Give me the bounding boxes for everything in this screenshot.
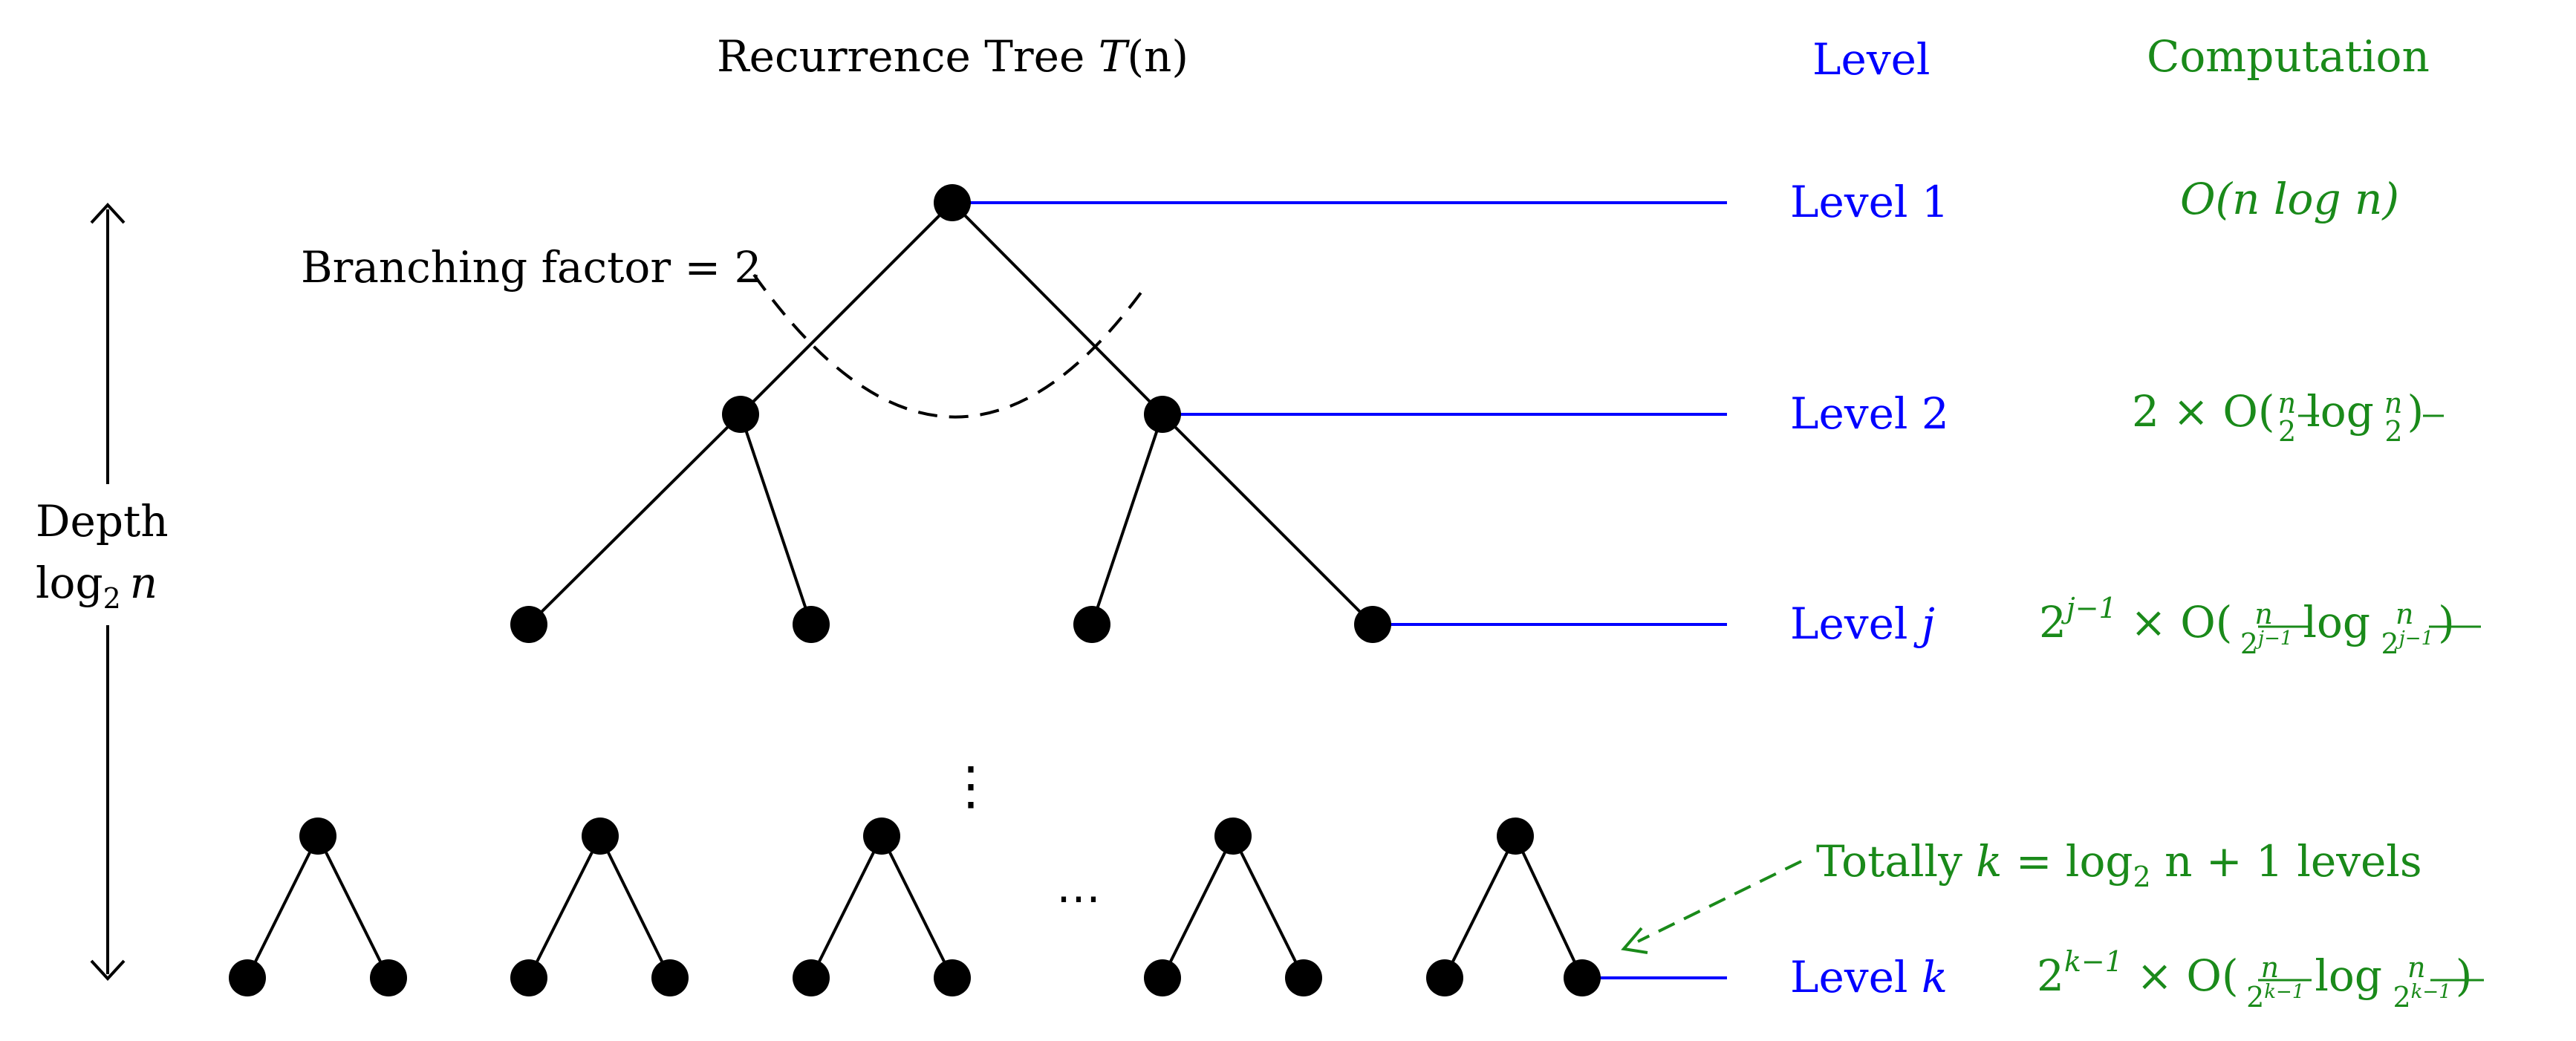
level-label-1: Level 1 [1790, 177, 1949, 227]
leaf-node-icon [1564, 959, 1601, 996]
branching-factor-label: Branching factor = 2 [301, 242, 761, 293]
leaf-node-icon [370, 959, 407, 996]
tree-node-icon [510, 606, 547, 643]
leaf-node-icon [651, 959, 689, 996]
total-levels-note: Totally k = log2 n + 1 levels [1816, 836, 2422, 893]
level-label-j: Level j [1790, 598, 1935, 649]
root-node-icon [934, 184, 971, 221]
leaf-node-icon [1426, 959, 1463, 996]
depth-arrow-icon [90, 203, 126, 981]
leaf-node-icon [510, 959, 547, 996]
leaf-node-icon [1144, 959, 1181, 996]
computation-header: Computation [2147, 31, 2430, 82]
tree-node-icon [863, 818, 900, 855]
level-header: Level [1812, 34, 1930, 85]
vertical-ellipsis: ⋮ [945, 755, 997, 816]
title-prefix: Recurrence Tree [717, 31, 1099, 82]
leaf-node-icon [1285, 959, 1322, 996]
computation-level-1: O(n log n) [2180, 174, 2399, 224]
branching-arc [752, 273, 1147, 419]
level-lines [952, 201, 1727, 979]
level-label-k: Level k [1790, 952, 1948, 1002]
title-arg: (n) [1127, 31, 1188, 82]
tree-node-icon [1354, 606, 1391, 643]
tree-node-icon [722, 396, 759, 433]
tree-node-icon [793, 606, 830, 643]
level-label-2: Level 2 [1790, 388, 1949, 439]
horizontal-ellipsis: ⋯ [1056, 872, 1101, 924]
dashed-arrow-icon [1621, 860, 1802, 954]
leaf-node-icon [229, 959, 266, 996]
tree-node-icon [1144, 396, 1181, 433]
tree-node-icon [299, 818, 336, 855]
tree-node-icon [1497, 818, 1534, 855]
tree-node-icon [1214, 818, 1252, 855]
depth-label: Depth [36, 496, 169, 546]
tree-node-icon [582, 818, 619, 855]
tree-edges [246, 201, 1584, 979]
tree-node-icon [1073, 606, 1110, 643]
diagram-title: Recurrence Tree T(n) [717, 31, 1188, 82]
leaf-node-icon [934, 959, 971, 996]
tree-nodes [229, 184, 1601, 996]
title-var: T [1099, 31, 1131, 82]
leaf-node-icon [793, 959, 830, 996]
